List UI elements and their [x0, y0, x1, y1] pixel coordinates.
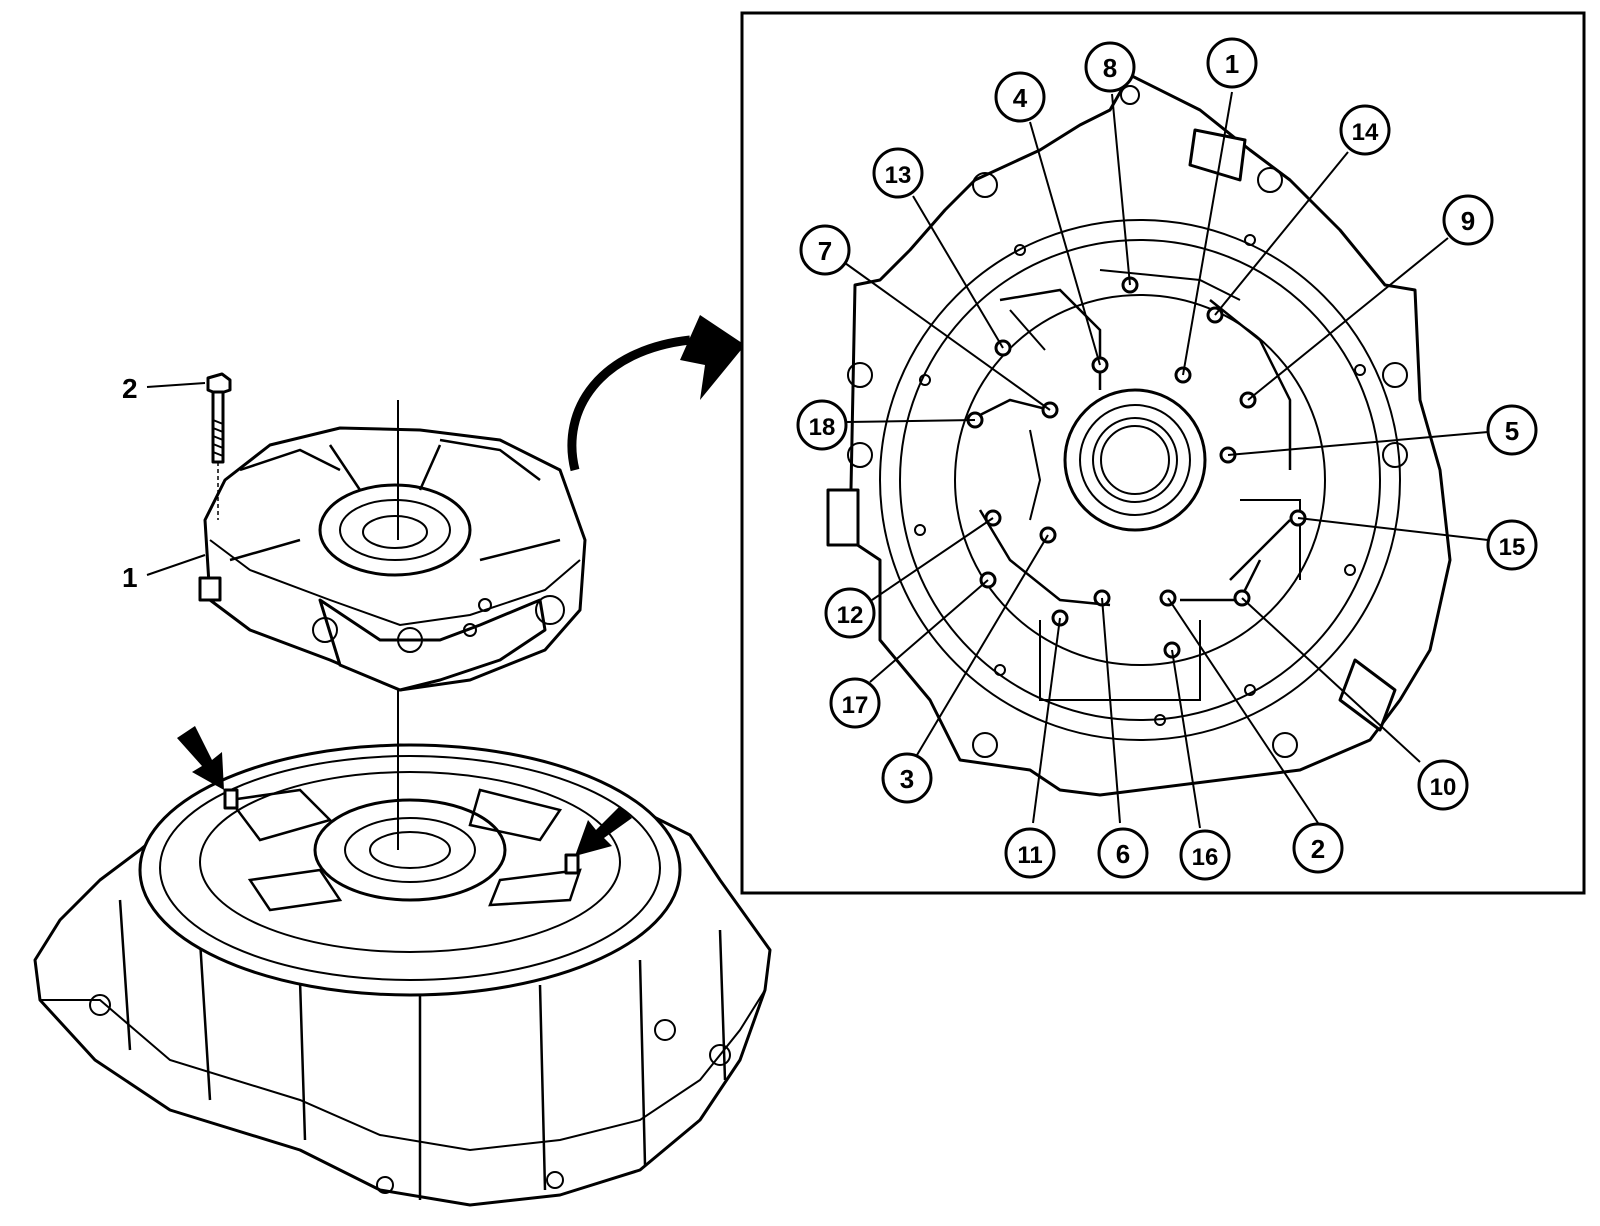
callout-17: 17	[829, 579, 989, 729]
svg-text:17: 17	[842, 692, 869, 719]
transmission-case	[33, 743, 772, 1207]
callout-7: 7	[799, 224, 1051, 411]
callout-pump: 1	[122, 554, 206, 593]
svg-text:10: 10	[1430, 774, 1457, 801]
callout-1: 1	[1182, 37, 1258, 376]
svg-text:1: 1	[1225, 49, 1239, 79]
callout-16: 16	[1171, 649, 1231, 881]
dowel-arrow-left	[177, 726, 224, 790]
callout-13: 13	[872, 147, 1004, 349]
svg-text:5: 5	[1505, 416, 1519, 446]
view-arrow	[567, 315, 745, 472]
dowel-arrow-right	[575, 806, 632, 856]
callout-8: 8	[1084, 41, 1136, 286]
svg-text:7: 7	[818, 236, 832, 266]
svg-text:18: 18	[809, 414, 836, 441]
svg-text:11: 11	[1017, 842, 1042, 869]
bolt-holes-case	[89, 994, 731, 1194]
svg-text:6: 6	[1116, 839, 1130, 869]
callout-15: 15	[1297, 517, 1538, 571]
callout-5: 5	[1227, 404, 1538, 456]
bolt	[206, 372, 232, 520]
svg-text:14: 14	[1352, 119, 1379, 146]
callout-9: 9	[1247, 194, 1494, 401]
callout-14: 14	[1214, 104, 1391, 316]
svg-text:16: 16	[1192, 844, 1219, 871]
callout-18: 18	[796, 399, 976, 451]
svg-text:12: 12	[837, 602, 864, 629]
callout-2: 2	[1167, 597, 1344, 874]
callout-11: 11	[1004, 617, 1061, 879]
detail-callouts: 1 2 3 4 5 6 7	[796, 37, 1538, 881]
callout-6: 6	[1097, 597, 1149, 879]
callout-12: 12	[824, 517, 994, 639]
svg-text:8: 8	[1103, 53, 1117, 83]
svg-text:2: 2	[122, 373, 138, 404]
svg-text:1: 1	[122, 562, 138, 593]
svg-text:13: 13	[885, 162, 912, 189]
oil-pump-assembly	[198, 426, 587, 692]
dowel-pins	[223, 788, 580, 875]
callout-3: 3	[881, 534, 1049, 804]
svg-text:3: 3	[900, 764, 914, 794]
svg-text:15: 15	[1499, 534, 1526, 561]
callout-4: 4	[994, 71, 1101, 366]
callout-bolt: 2	[122, 373, 206, 404]
svg-text:2: 2	[1311, 834, 1325, 864]
svg-text:4: 4	[1013, 83, 1028, 113]
svg-text:9: 9	[1461, 206, 1475, 236]
callout-10: 10	[1241, 597, 1469, 811]
